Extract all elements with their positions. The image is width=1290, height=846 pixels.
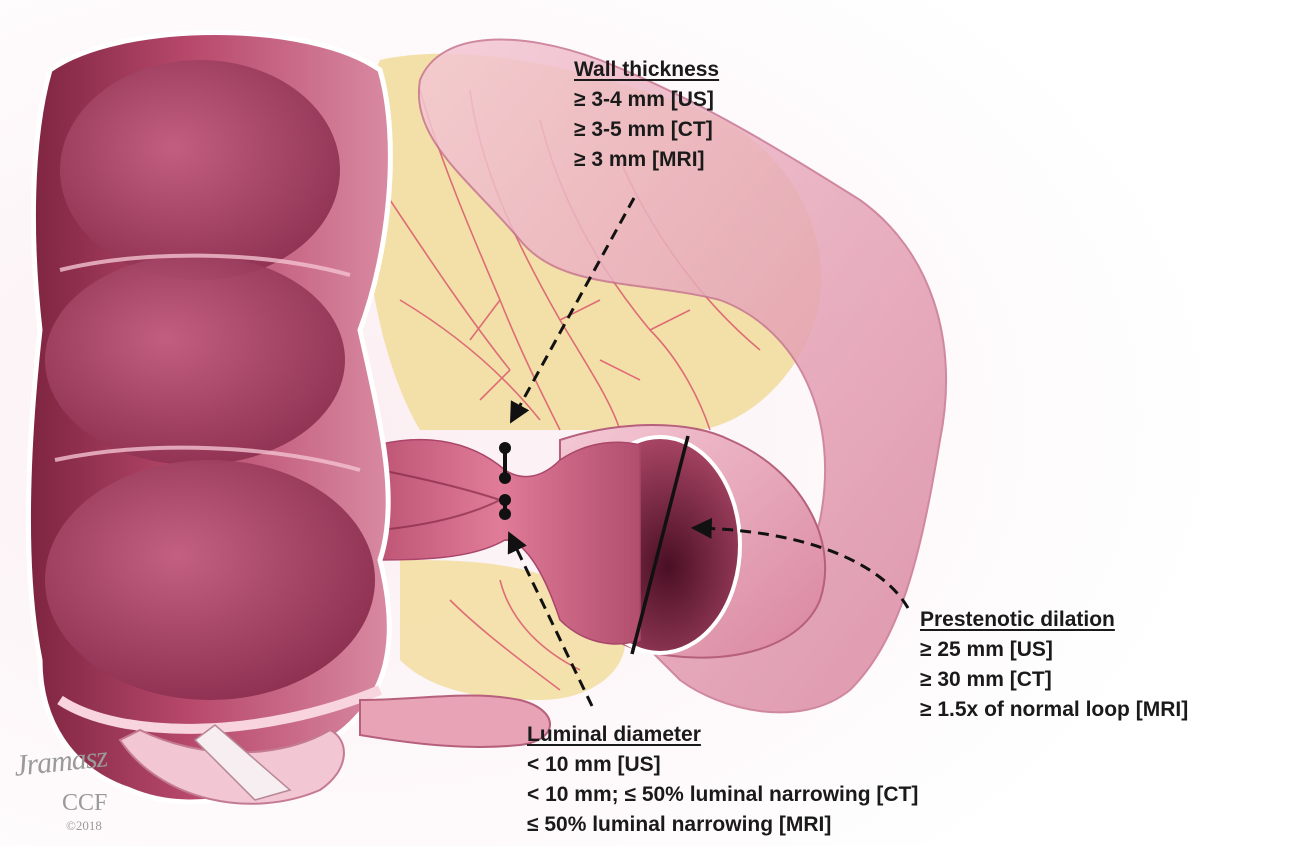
wall-thickness-ct: ≥ 3-5 mm [CT] bbox=[574, 115, 719, 145]
luminal-diameter-us: < 10 mm [US] bbox=[527, 750, 918, 780]
prestenotic-dilation-us: ≥ 25 mm [US] bbox=[920, 635, 1188, 665]
signature-year: ©2018 bbox=[66, 818, 102, 834]
prestenotic-dilation-label: Prestenotic dilation ≥ 25 mm [US] ≥ 30 m… bbox=[920, 605, 1188, 725]
haustrum-1 bbox=[60, 60, 340, 280]
terminal-ileum bbox=[360, 696, 550, 747]
haustrum-3 bbox=[45, 460, 375, 700]
haustrum-2 bbox=[45, 255, 345, 465]
luminal-diameter-ct: < 10 mm; ≤ 50% luminal narrowing [CT] bbox=[527, 780, 918, 810]
wall-thickness-us: ≥ 3-4 mm [US] bbox=[574, 85, 719, 115]
wall-thickness-label: Wall thickness ≥ 3-4 mm [US] ≥ 3-5 mm [C… bbox=[574, 55, 719, 175]
luminal-diameter-mri: ≤ 50% luminal narrowing [MRI] bbox=[527, 810, 918, 840]
wall-thickness-mri: ≥ 3 mm [MRI] bbox=[574, 145, 719, 175]
prestenotic-dilation-heading: Prestenotic dilation bbox=[920, 605, 1188, 635]
luminal-diameter-heading: Luminal diameter bbox=[527, 720, 918, 750]
prestenotic-dilation-mri: ≥ 1.5x of normal loop [MRI] bbox=[920, 695, 1188, 725]
signature-org: CCF bbox=[62, 790, 107, 817]
wall-thickness-heading: Wall thickness bbox=[574, 55, 719, 85]
prestenotic-dilation-ct: ≥ 30 mm [CT] bbox=[920, 665, 1188, 695]
luminal-diameter-label: Luminal diameter < 10 mm [US] < 10 mm; ≤… bbox=[527, 720, 918, 840]
